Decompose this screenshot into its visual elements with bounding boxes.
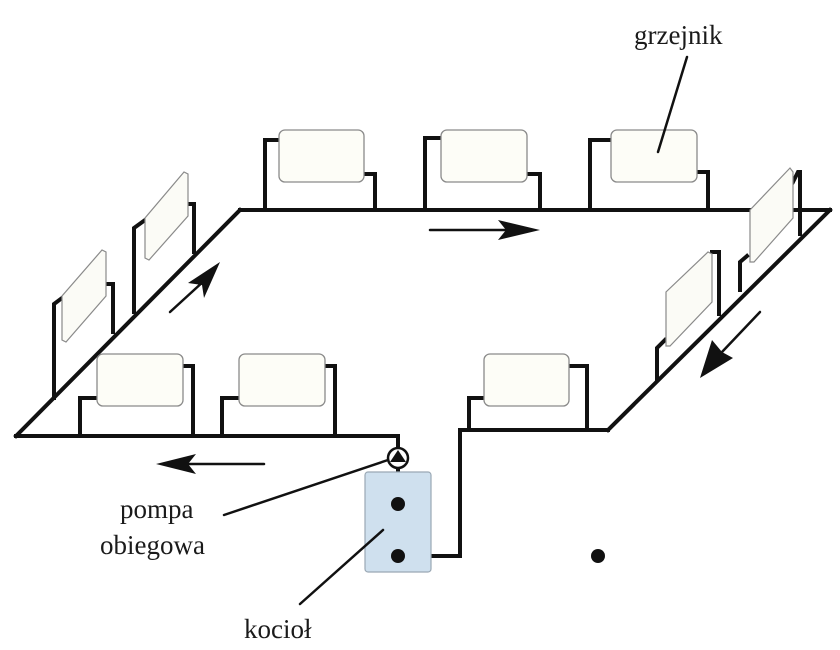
flow-arrow-back — [428, 220, 540, 240]
flow-arrow-left — [168, 262, 220, 314]
boiler — [364, 471, 432, 573]
flow-arrow-right — [700, 310, 762, 378]
leader-line-boiler — [298, 528, 385, 606]
radiator-front-3 — [467, 353, 589, 432]
radiator-front-1 — [78, 353, 195, 438]
boiler-outlet — [391, 497, 405, 511]
radiator-left-1 — [52, 249, 115, 400]
flow-arrow-front — [156, 454, 266, 474]
label-boiler: kocioł — [244, 614, 312, 644]
radiator-back-2 — [423, 129, 542, 212]
leader-line-pump — [222, 458, 390, 517]
pump-icon — [386, 446, 410, 470]
radiator-right-1 — [738, 167, 812, 292]
pipe-right — [605, 207, 833, 433]
label-pump-line2: obiegowa — [100, 530, 205, 560]
marker-dot — [591, 549, 605, 563]
radiator-back-1 — [263, 129, 377, 212]
radiator-right-2 — [655, 250, 721, 382]
pipe-front-left — [14, 434, 400, 454]
boiler-inlet — [391, 549, 405, 563]
label-radiator: grzejnik — [634, 20, 723, 50]
radiator-front-2 — [220, 353, 337, 438]
radiator-left-2 — [132, 171, 196, 314]
radiator-back-3 — [588, 129, 710, 212]
label-pump-line1: pompa — [120, 494, 194, 524]
leader-line-radiator — [656, 55, 689, 154]
